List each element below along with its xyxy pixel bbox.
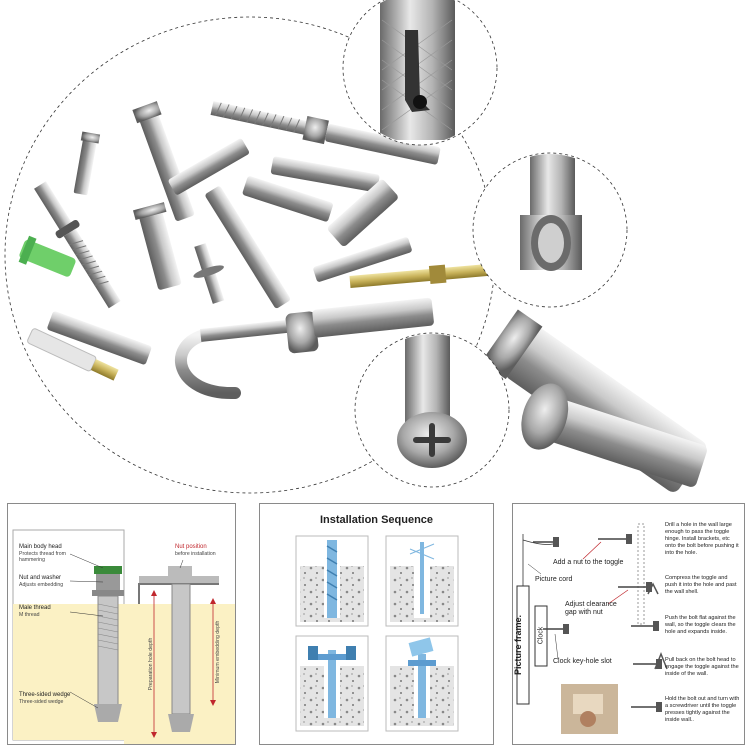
installation-steps-illustration (295, 535, 459, 732)
bolt-1 (132, 101, 195, 221)
label-nut-washer-sub: Adjusts embedding (19, 582, 64, 588)
long-sleeve (205, 186, 291, 309)
toggle-panel: Add a nut to the toggle Picture cord Adj… (512, 503, 745, 745)
knurled-anchor (327, 179, 398, 247)
callout-adjust-gap: Adjust clearance gap with nut (565, 601, 617, 616)
sleeve-5 (313, 237, 412, 282)
bolt-3 (34, 181, 121, 309)
anchor-anatomy-diagram (8, 504, 235, 744)
detail-circle-top (342, 0, 498, 146)
label-prep-hole-depth: Preparation hole depth (148, 637, 154, 691)
label-main-body-head: Main body head (19, 544, 62, 550)
label-three-sided-wedge: Three-sided wedge (19, 692, 71, 698)
bolt-washer (193, 243, 225, 304)
instruction-step-4: Pull back on the bolt head to engage the… (665, 657, 739, 677)
toggle-bolt-illustration (516, 523, 668, 734)
brass-bolt (349, 263, 490, 288)
label-min-embed-depth: Minimum embedding depth (215, 620, 221, 684)
anatomy-panel: Main body head Protects thread from hamm… (7, 503, 236, 745)
instruction-step-2: Compress the toggle and push it into the… (665, 575, 737, 595)
label-picture-frame: Picture frame. (513, 614, 523, 676)
label-nut-position: Nut position (175, 544, 207, 550)
step-3-insert (295, 635, 369, 732)
instruction-step-1: Drill a hole in the wall large enough to… (665, 522, 739, 556)
instruction-step-3: Push the bolt flat against the wall, so … (665, 615, 736, 635)
sleeve-anchor-front (521, 383, 707, 487)
bolt-2 (73, 131, 101, 196)
label-three-sided-wedge-sub: Three-sided wedge (19, 699, 64, 705)
callout-add-nut: Add a nut to the toggle (553, 559, 624, 566)
label-nut-position-sub: before installation (175, 551, 216, 557)
sleeve-2 (132, 202, 182, 290)
callout-picture-cord: Picture cord (535, 576, 573, 583)
detail-circle-middle (472, 152, 628, 308)
instruction-step-5: Hold the bolt out and turn with a screwd… (665, 696, 740, 723)
hook-anchor (175, 297, 434, 400)
label-male-thread-sub: M thread (19, 612, 40, 618)
label-main-body-head-sub: Protects thread from hammering (19, 551, 66, 563)
callout-clock-slot: Clock key-hole slot (553, 658, 612, 665)
sleeve-4 (242, 176, 333, 222)
detail-circle-bottom (354, 332, 510, 488)
label-male-thread: Male thread (19, 605, 51, 611)
small-sleeve (168, 138, 250, 195)
step-4-tighten (385, 635, 459, 732)
installation-panel: Installation Sequence (259, 503, 494, 745)
threaded-rod (210, 101, 441, 165)
product-photo (4, 0, 707, 494)
white-anchor (27, 328, 119, 381)
installation-title: Installation Sequence (319, 514, 434, 526)
green-anchor (18, 235, 76, 277)
label-nut-washer: Nut and washer (19, 575, 62, 581)
step-2-clean (385, 535, 459, 627)
step-1-drill (295, 535, 369, 627)
sleeve-1 (47, 311, 152, 365)
sleeve-3 (270, 156, 380, 193)
label-clock: Clock (537, 626, 545, 645)
